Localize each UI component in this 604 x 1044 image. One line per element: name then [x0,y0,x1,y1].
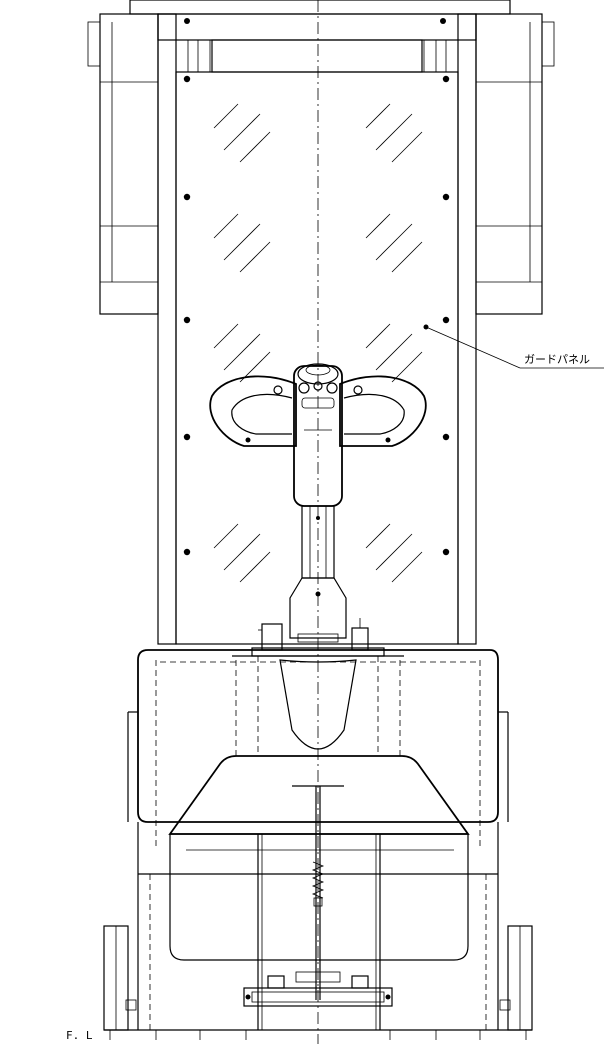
handle-arm [289,505,347,639]
operator-plate [168,755,470,961]
left-side-block [87,13,159,315]
left-wheel [103,925,137,1031]
control-handle [209,363,427,507]
right-wheel [499,925,533,1031]
floor-line [104,1029,532,1040]
foot-step [243,971,393,1007]
floor-level-label: F. L [66,1029,93,1042]
callout-label-guard-panel: ガードパネル [524,353,590,366]
right-side-block [475,13,555,315]
panel-bolts [183,75,450,556]
top-plate [129,0,511,41]
callout-leader [423,324,604,369]
glass-hatch [213,103,423,583]
linkage-rods [257,786,381,1030]
chassis-cover [127,649,509,850]
guard-panel [175,71,459,645]
mast-frame [157,13,477,645]
lower-frame [137,822,499,1030]
